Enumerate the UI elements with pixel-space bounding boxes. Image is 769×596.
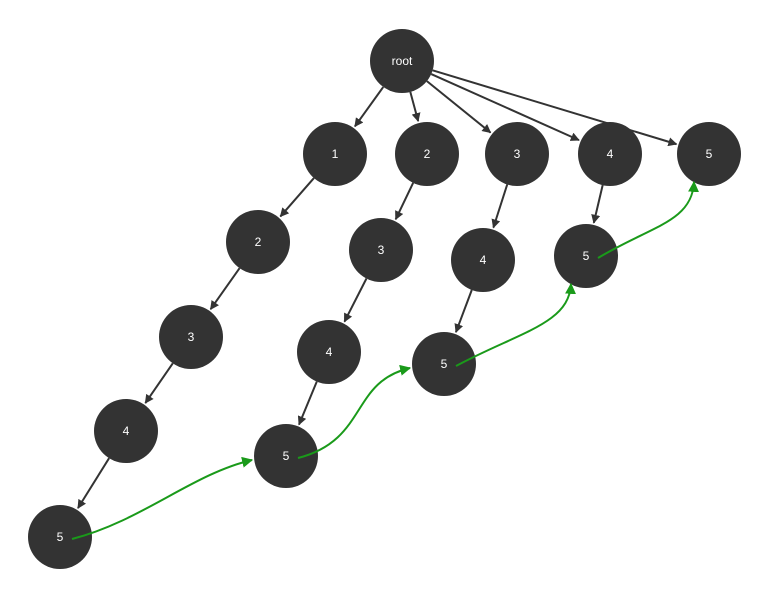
- node-a1[interactable]: 1: [303, 122, 367, 186]
- node-label: 3: [514, 147, 521, 161]
- node-circle: [451, 228, 515, 292]
- edge-c2-c3: [454, 289, 473, 334]
- node-a3[interactable]: 3: [159, 305, 223, 369]
- node-b4[interactable]: 5: [254, 424, 318, 488]
- node-c3[interactable]: 5: [412, 332, 476, 396]
- edge-b1-b2: [394, 182, 415, 221]
- link-a5-b4: [71, 456, 254, 540]
- node-label: 5: [441, 357, 448, 371]
- node-label: 5: [583, 249, 590, 263]
- edge-root-e1: [432, 69, 678, 147]
- edge-a2-a3: [209, 267, 241, 310]
- node-a4[interactable]: 4: [94, 399, 158, 463]
- node-c2[interactable]: 4: [451, 228, 515, 292]
- node-label: 4: [123, 424, 130, 438]
- tree-nodes: root 1 2 3 4 5 2 3 4 5 3 4 5 4 5 5: [28, 29, 741, 569]
- node-b1[interactable]: 2: [395, 122, 459, 186]
- node-label: 5: [706, 147, 713, 161]
- node-label: 2: [424, 147, 431, 161]
- node-circle: [28, 505, 92, 569]
- node-a2[interactable]: 2: [226, 210, 290, 274]
- link-b4-c3: [297, 364, 412, 459]
- node-circle: [554, 224, 618, 288]
- edge-a4-a5: [77, 457, 110, 509]
- node-b3[interactable]: 4: [297, 320, 361, 384]
- node-circle: [303, 122, 367, 186]
- edge-b3-b4: [297, 381, 318, 426]
- node-a5[interactable]: 5: [28, 505, 92, 569]
- node-label: 2: [255, 235, 262, 249]
- node-label: 3: [188, 330, 195, 344]
- node-label: 4: [326, 345, 333, 359]
- node-label: 4: [480, 253, 487, 267]
- node-root[interactable]: root: [370, 29, 434, 93]
- node-circle: [297, 320, 361, 384]
- node-circle: [226, 210, 290, 274]
- node-label: 4: [607, 147, 614, 161]
- node-circle: [254, 424, 318, 488]
- node-label: root: [392, 54, 413, 68]
- node-label: 1: [332, 147, 339, 161]
- node-d1[interactable]: 4: [578, 122, 642, 186]
- edge-a3-a4: [144, 362, 174, 404]
- tree-edges: [77, 69, 678, 509]
- edge-root-d1: [430, 73, 580, 142]
- node-label: 3: [378, 243, 385, 257]
- sibling-links: [71, 180, 699, 540]
- edge-b2-b3: [343, 278, 368, 323]
- node-label: 5: [57, 530, 64, 544]
- node-circle: [159, 305, 223, 369]
- node-b2[interactable]: 3: [349, 218, 413, 282]
- node-label: 5: [283, 449, 290, 463]
- edge-root-c1: [426, 80, 492, 134]
- node-circle: [94, 399, 158, 463]
- edge-a1-a2: [279, 177, 315, 218]
- edge-root-b1: [409, 91, 421, 123]
- link-d2-e1: [597, 180, 699, 259]
- node-circle: [578, 122, 642, 186]
- node-circle: [349, 218, 413, 282]
- node-circle: [677, 122, 741, 186]
- edge-c1-c2: [491, 184, 509, 229]
- node-d2[interactable]: 5: [554, 224, 618, 288]
- link-c3-d2: [455, 282, 576, 367]
- node-c1[interactable]: 3: [485, 122, 549, 186]
- node-circle: [412, 332, 476, 396]
- node-circle: [395, 122, 459, 186]
- edge-root-a1: [354, 86, 385, 128]
- edge-d1-d2: [591, 184, 604, 224]
- node-e1[interactable]: 5: [677, 122, 741, 186]
- node-circle: [485, 122, 549, 186]
- node-circle: [370, 29, 434, 93]
